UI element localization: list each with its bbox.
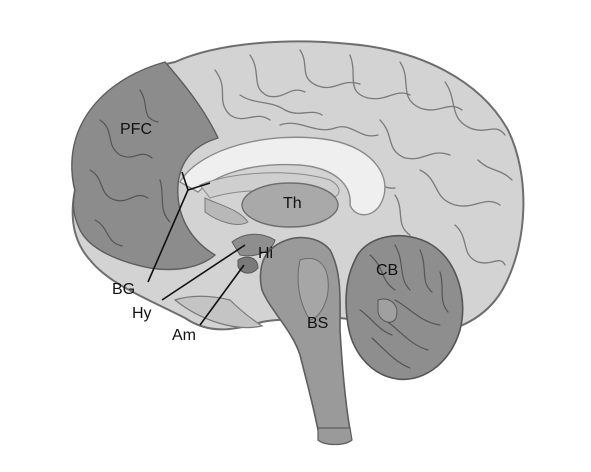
leader-lines [147, 171, 246, 326]
basal-ganglia [204, 197, 249, 225]
label-bs: BS [307, 315, 328, 332]
am-leader-line [199, 264, 245, 326]
label-th: Th [283, 195, 302, 212]
label-hy: Hy [132, 305, 152, 322]
label-bg: BG [112, 281, 135, 298]
hypothalamus [231, 233, 276, 257]
corpus-callosum [179, 136, 386, 216]
label-hi: Hi [258, 245, 273, 262]
cerebellum-folia [359, 244, 449, 369]
bg-leader-line [147, 171, 211, 283]
spinal-cord [317, 427, 353, 446]
cerebellum [345, 234, 464, 381]
temporal-lobe [173, 295, 264, 329]
label-am: Am [172, 327, 196, 344]
cortical-gyri [214, 49, 513, 281]
label-cb: CB [376, 262, 398, 279]
pfc-gyri [89, 89, 171, 247]
thalamus [241, 182, 339, 228]
hy-leader-line [161, 244, 246, 301]
amygdala [237, 256, 259, 274]
label-pfc: PFC [120, 121, 152, 138]
prefrontal-cortex [71, 61, 219, 271]
pons [297, 257, 329, 321]
